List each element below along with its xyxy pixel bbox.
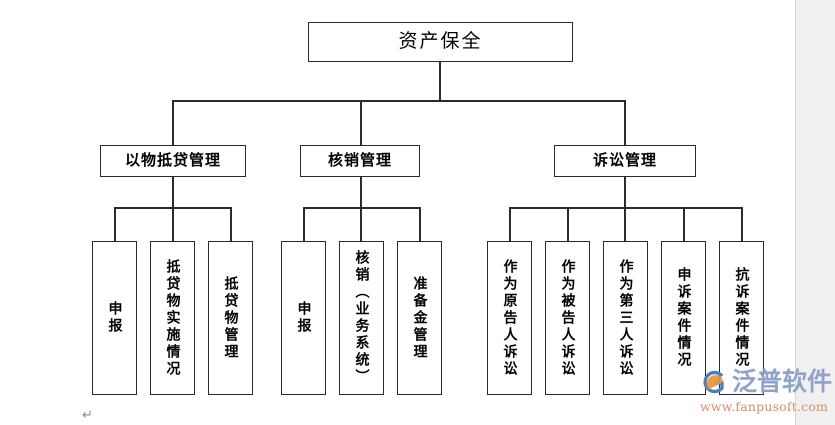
connector-root-stem xyxy=(439,62,441,100)
org-chart: 资产保全 以物抵贷管理 核销管理 诉讼管理 xyxy=(92,22,764,395)
node-leaf-作为原告人诉讼[interactable]: 作为原告人诉讼 xyxy=(487,241,532,395)
node-leaf-抗诉案件情况[interactable]: 抗诉案件情况 xyxy=(719,241,764,395)
connector-drop-g1-1 xyxy=(114,207,116,241)
connector-drop-l2-3 xyxy=(624,100,626,145)
node-leaf-准备金管理[interactable]: 准备金管理 xyxy=(397,241,442,395)
node-leaf-作为第三人诉讼[interactable]: 作为第三人诉讼 xyxy=(603,241,648,395)
node-leaf-label: 申报 xyxy=(106,301,123,335)
connector-stem-group1 xyxy=(172,177,174,207)
connector-level2-bus xyxy=(172,100,625,102)
node-leaf-抵贷物实施情况[interactable]: 抵贷物实施情况 xyxy=(150,241,195,395)
node-leaf-label: 抵贷物实施情况 xyxy=(164,258,181,378)
node-l2-label-2: 核销管理 xyxy=(327,151,392,170)
node-l2-label-3: 诉讼管理 xyxy=(592,151,657,170)
node-leaf-label: 申诉案件情况 xyxy=(675,267,692,369)
document-page: 资产保全 以物抵贷管理 核销管理 诉讼管理 xyxy=(82,22,764,423)
node-leaf-申诉案件情况[interactable]: 申诉案件情况 xyxy=(661,241,706,395)
page-gutter xyxy=(795,0,835,425)
node-l2-诉讼管理[interactable]: 诉讼管理 xyxy=(554,145,696,177)
node-leaf-核销业务系统[interactable]: 核销（业务系统） xyxy=(339,241,384,395)
connector-drop-g2-3 xyxy=(419,207,421,241)
node-leaf-label: 核销（业务系统） xyxy=(353,250,370,386)
connector-drop-l2-1 xyxy=(172,100,174,145)
node-leaf-抵贷物管理[interactable]: 抵贷物管理 xyxy=(208,241,253,395)
node-l2-物抵贷管理[interactable]: 以物抵贷管理 xyxy=(100,145,246,177)
node-leaf-label: 作为被告人诉讼 xyxy=(559,258,576,378)
connector-drop-g3-3 xyxy=(624,207,626,241)
node-leaf-label: 抗诉案件情况 xyxy=(733,267,750,369)
connector-stem-group3 xyxy=(624,177,626,207)
node-root-asset-preservation[interactable]: 资产保全 xyxy=(308,22,573,62)
connector-drop-l2-2 xyxy=(360,100,362,145)
node-leaf-申报-1[interactable]: 申报 xyxy=(92,241,137,395)
connector-drop-g3-5 xyxy=(741,207,743,241)
connector-drop-g3-4 xyxy=(683,207,685,241)
node-leaf-label: 作为第三人诉讼 xyxy=(617,258,634,378)
node-root-label: 资产保全 xyxy=(398,30,483,53)
node-leaf-label: 抵贷物管理 xyxy=(222,275,239,361)
node-leaf-label: 准备金管理 xyxy=(411,275,428,361)
node-leaf-作为被告人诉讼[interactable]: 作为被告人诉讼 xyxy=(545,241,590,395)
connector-drop-g1-3 xyxy=(230,207,232,241)
node-l2-label-1: 以物抵贷管理 xyxy=(124,151,221,170)
connector-drop-g3-2 xyxy=(567,207,569,241)
connector-drop-g1-2 xyxy=(172,207,174,241)
connector-drop-g3-1 xyxy=(509,207,511,241)
node-leaf-label: 作为原告人诉讼 xyxy=(501,258,518,378)
connector-stem-group2 xyxy=(360,177,362,207)
paragraph-mark: ↵ xyxy=(82,408,93,423)
connector-drop-g2-1 xyxy=(303,207,305,241)
connector-drop-g2-2 xyxy=(360,207,362,241)
node-leaf-申报-2[interactable]: 申报 xyxy=(281,241,326,395)
connector-bus-group2 xyxy=(303,207,420,209)
node-leaf-label: 申报 xyxy=(295,301,312,335)
node-l2-核销管理[interactable]: 核销管理 xyxy=(300,145,420,177)
